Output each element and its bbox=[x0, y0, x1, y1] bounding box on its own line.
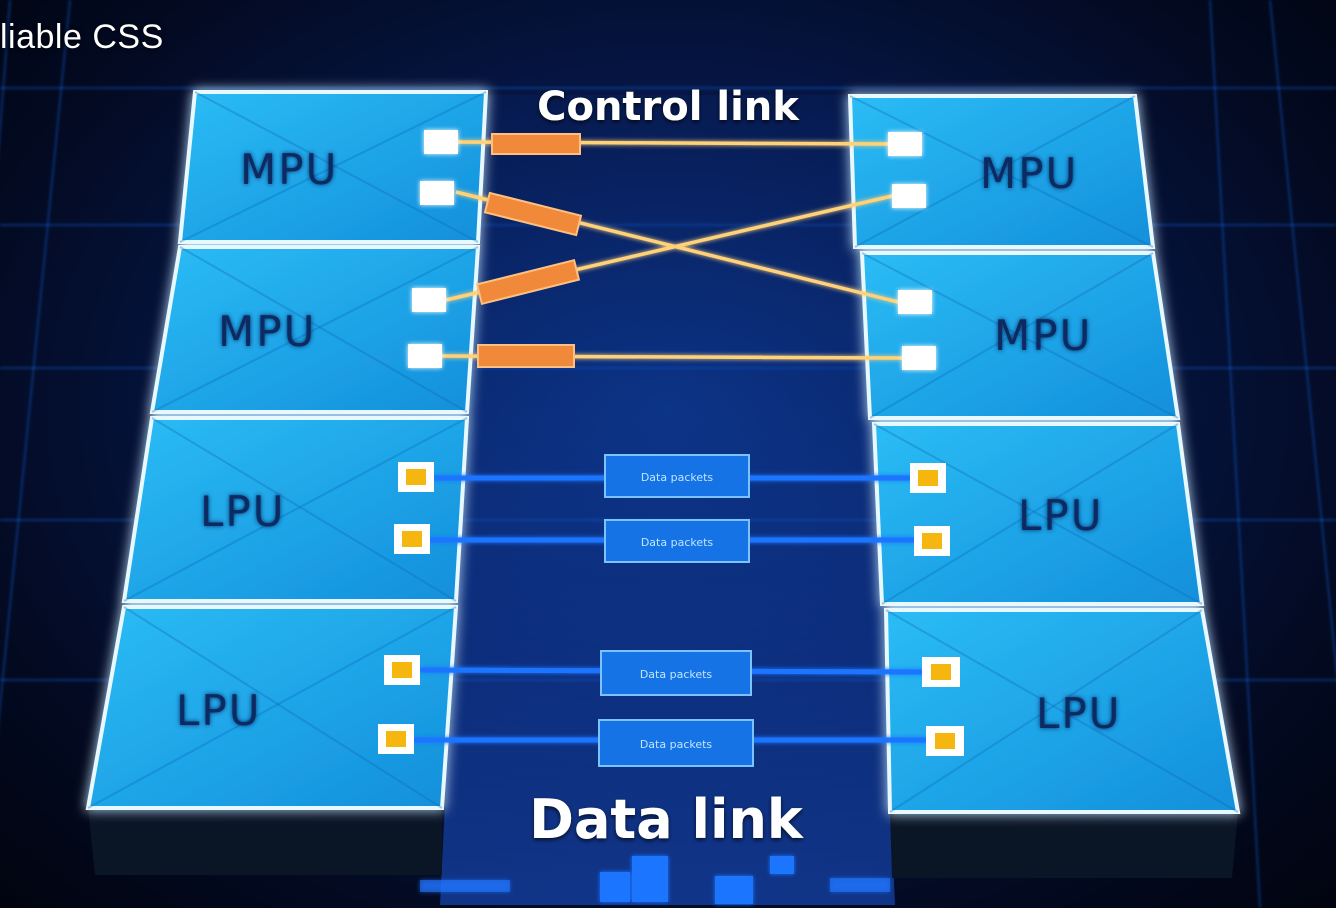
control-sleeve-1 bbox=[491, 133, 581, 155]
data-packet-2-label: Data packets bbox=[641, 536, 714, 549]
caption-text: liable CSS bbox=[0, 18, 164, 56]
right-lpu-2-port-2 bbox=[926, 726, 964, 756]
left-mpu-1-port-2 bbox=[420, 181, 454, 205]
data-packet-1-label: Data packets bbox=[641, 471, 714, 484]
left-lpu-1-port-1 bbox=[398, 462, 434, 492]
left-unit-3-label: LPU bbox=[200, 487, 285, 536]
left-mpu-1-port-1 bbox=[424, 130, 458, 154]
right-unit-4-label: LPU bbox=[1036, 689, 1121, 738]
left-unit-3 bbox=[121, 416, 470, 603]
left-unit-4-label: LPU bbox=[176, 686, 261, 735]
control-sleeves bbox=[475, 133, 583, 368]
right-lpu-1-port-2 bbox=[914, 526, 950, 556]
left-lpu-2-port-1 bbox=[384, 655, 420, 685]
control-sleeve-4 bbox=[477, 344, 575, 368]
data-packet-2: Data packets bbox=[604, 519, 750, 563]
left-mpu-2-port-1 bbox=[412, 288, 446, 312]
data-packet-4-label: Data packets bbox=[640, 738, 713, 751]
data-packet-3-label: Data packets bbox=[640, 668, 713, 681]
left-unit-4 bbox=[85, 605, 459, 810]
right-mpu-2-port-2 bbox=[902, 346, 936, 370]
right-unit-2-label: MPU bbox=[994, 311, 1092, 360]
right-rack bbox=[847, 94, 1241, 814]
data-packet-4: Data packets bbox=[598, 719, 754, 767]
control-ports bbox=[408, 130, 936, 370]
left-lpu-2-port-2 bbox=[378, 724, 414, 754]
right-mpu-2-port-1 bbox=[898, 290, 932, 314]
right-unit-1-label: MPU bbox=[980, 149, 1078, 198]
data-packet-1: Data packets bbox=[604, 454, 750, 498]
left-unit-2 bbox=[149, 245, 481, 414]
right-unit-3 bbox=[871, 422, 1205, 606]
center-channel bbox=[440, 95, 895, 905]
left-rack-base bbox=[88, 808, 442, 875]
left-unit-1-label: MPU bbox=[240, 145, 338, 194]
right-lpu-1-port-1 bbox=[910, 463, 946, 493]
control-sleeve-3 bbox=[475, 258, 581, 306]
left-rack bbox=[85, 90, 489, 810]
left-unit-2-label: MPU bbox=[218, 307, 316, 356]
data-packet-3: Data packets bbox=[600, 650, 752, 696]
data-ports bbox=[378, 462, 964, 756]
right-unit-2 bbox=[859, 251, 1181, 420]
data-link-title: Data link bbox=[529, 788, 804, 851]
right-rack-base bbox=[890, 812, 1238, 878]
right-mpu-1-port-1 bbox=[888, 132, 922, 156]
left-lpu-1-port-2 bbox=[394, 524, 430, 554]
control-link-title: Control link bbox=[537, 84, 800, 130]
data-packets: Data packets Data packets Data packets D… bbox=[598, 454, 754, 767]
control-sleeve-2 bbox=[483, 191, 583, 237]
right-unit-4 bbox=[883, 608, 1241, 814]
left-unit-1 bbox=[177, 90, 489, 244]
bottom-data-blocks bbox=[420, 856, 890, 904]
right-lpu-2-port-1 bbox=[922, 657, 960, 687]
right-mpu-1-port-2 bbox=[892, 184, 926, 208]
right-unit-3-label: LPU bbox=[1018, 491, 1103, 540]
left-mpu-2-port-2 bbox=[408, 344, 442, 368]
right-unit-1 bbox=[847, 94, 1156, 249]
